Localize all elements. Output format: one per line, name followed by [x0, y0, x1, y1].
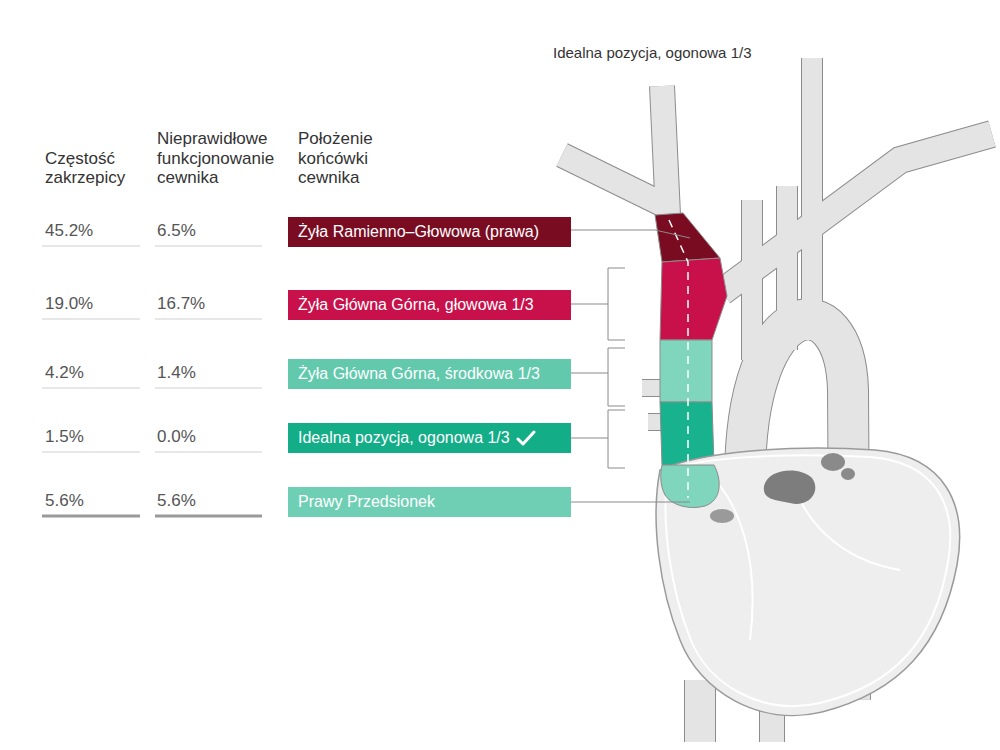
thrombosis-rate: 5.6% — [45, 491, 140, 511]
malfunction-rate: 0.0% — [157, 427, 257, 447]
thrombosis-rate: 19.0% — [45, 294, 140, 314]
malfunction-rate: 6.5% — [157, 221, 257, 241]
top-callout: Idealna pozycja, ogonowa 1/3 — [553, 44, 813, 61]
column-header: Położenie końcówki cewnika — [298, 129, 393, 188]
malfunction-rate: 5.6% — [157, 491, 257, 511]
vein-segment-box: Żyła Główna Górna, środkowa 1/3 — [288, 359, 571, 389]
thrombosis-rate: 4.2% — [45, 363, 140, 383]
ideal-position-box: Idealna pozycja, ogonowa 1/3 — [288, 423, 571, 453]
thrombosis-rate: 45.2% — [45, 221, 140, 241]
thrombosis-rate: 1.5% — [45, 427, 140, 447]
column-header: Częstość zakrzepicy — [45, 149, 145, 188]
malfunction-rate: 1.4% — [157, 363, 257, 383]
box-label: Żyła Główna Górna, głowowa 1/3 — [298, 295, 534, 315]
box-label: Prawy Przedsionek — [298, 492, 435, 512]
atrium-box: Prawy Przedsionek — [288, 487, 571, 517]
box-label: Idealna pozycja, ogonowa 1/3 — [298, 428, 510, 448]
vein-segment-box: Żyła Główna Górna, głowowa 1/3 — [288, 290, 571, 320]
box-label: Żyła Ramienno–Głowowa (prawa) — [298, 222, 539, 242]
vein-segment-box: Żyła Ramienno–Głowowa (prawa) — [288, 217, 571, 247]
malfunction-rate: 16.7% — [157, 294, 257, 314]
check-mark — [516, 430, 536, 446]
box-label: Żyła Główna Górna, środkowa 1/3 — [298, 364, 540, 384]
column-header: Nieprawidłowe funkcjonowanie cewnika — [157, 129, 289, 188]
